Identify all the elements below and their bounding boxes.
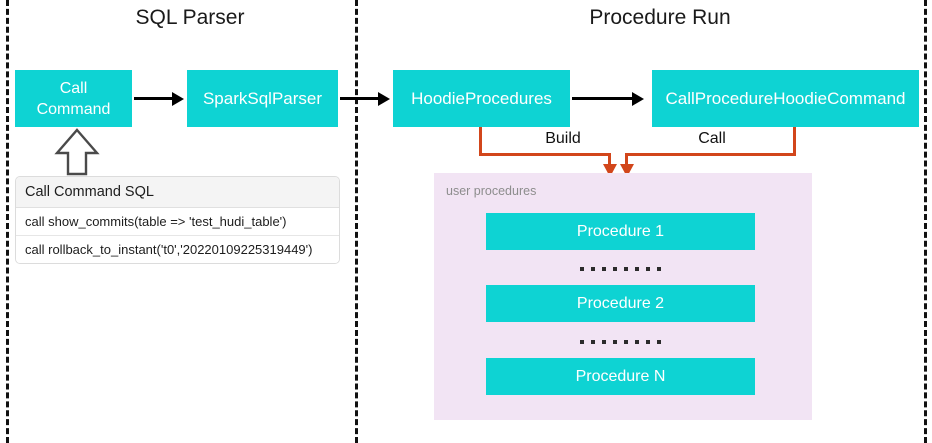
node-spark-sql-parser[interactable]: SparkSqlParser — [187, 70, 338, 127]
arrow-callcommand-to-sparksqlparser-head — [172, 91, 184, 106]
procedure-box-1[interactable]: Procedure 1 — [486, 213, 755, 250]
node-call-procedure-hoodie-command[interactable]: CallProcedureHoodieCommand — [652, 70, 919, 127]
section-title-sql-parser: SQL Parser — [135, 6, 245, 29]
procedure-box-2[interactable]: Procedure 2 — [486, 285, 755, 322]
connector-build-vertical-stem — [479, 127, 482, 156]
connector-call-drop — [625, 153, 628, 166]
procedures-ellipsis-1 — [486, 265, 755, 273]
connector-call-horizontal — [625, 153, 796, 156]
user-procedures-panel: user procedures Procedure 1 Procedure 2 … — [434, 173, 812, 420]
section-title-procedure-run: Procedure Run — [589, 6, 731, 29]
hollow-up-arrow-icon — [54, 127, 100, 177]
arrow-callcommand-to-sparksqlparser-line — [134, 97, 174, 100]
connector-build-drop — [608, 153, 611, 166]
connector-build-horizontal — [479, 153, 611, 156]
arrow-sparksqlparser-to-hoodieprocedures-line — [340, 97, 380, 100]
call-command-sql-header: Call Command SQL — [16, 177, 339, 208]
arrow-hoodieprocedures-to-callprocedurehoodiecommand-line — [572, 97, 634, 100]
divider-dashed-left — [6, 0, 9, 443]
node-call-command[interactable]: Call Command — [15, 70, 132, 127]
node-call-command-line2: Command — [36, 100, 111, 118]
arrow-sparksqlparser-to-hoodieprocedures-head — [378, 91, 390, 106]
connector-call-label: Call — [698, 130, 726, 147]
divider-dashed-middle — [355, 0, 358, 443]
node-hoodie-procedures[interactable]: HoodieProcedures — [393, 70, 570, 127]
call-command-sql-row[interactable]: call rollback_to_instant('t0','202201092… — [16, 236, 339, 263]
procedures-ellipsis-2 — [486, 338, 755, 346]
connector-call-vertical-stem — [793, 127, 796, 156]
call-command-sql-row[interactable]: call show_commits(table => 'test_hudi_ta… — [16, 208, 339, 236]
divider-dashed-right — [924, 0, 927, 443]
arrow-hoodieprocedures-to-callprocedurehoodiecommand-head — [632, 91, 644, 106]
procedure-box-n[interactable]: Procedure N — [486, 358, 755, 395]
node-call-command-line1: Call — [59, 79, 88, 97]
user-procedures-panel-label: user procedures — [446, 184, 537, 198]
connector-build-label: Build — [545, 130, 581, 147]
call-command-sql-table: Call Command SQL call show_commits(table… — [15, 176, 340, 264]
